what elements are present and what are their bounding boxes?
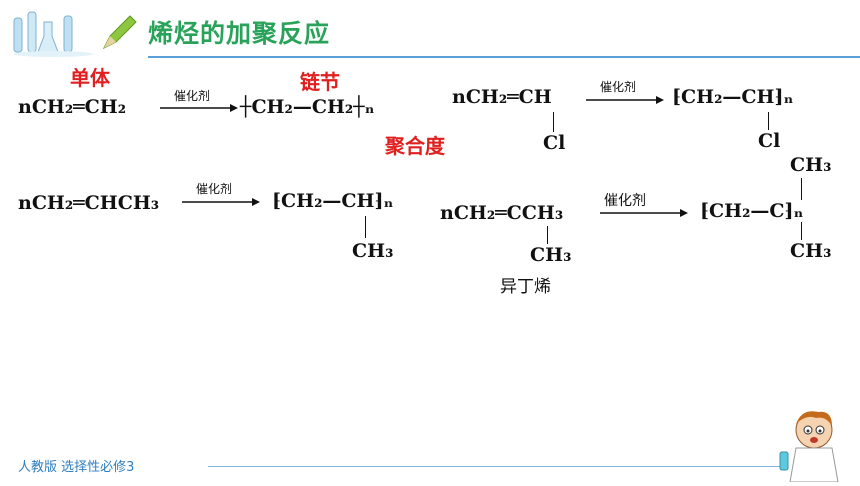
- pencil-icon: [98, 10, 142, 58]
- reaction1-reactant: nCH₂═CH₂: [18, 96, 127, 118]
- reaction1-arrow: [160, 104, 238, 112]
- reaction4-catalyst: 催化剂: [604, 193, 646, 209]
- header-illustration: [8, 8, 98, 58]
- reaction1-catalyst: 催化剂: [174, 89, 211, 103]
- reaction4-branch: CH₃: [530, 244, 572, 266]
- label-isobutylene: 异丁烯: [500, 277, 551, 297]
- reaction2-bond: [553, 112, 554, 132]
- reaction2-product: ⁅CH₂—CH⁆ₙ: [672, 86, 794, 108]
- reaction4-product-top: CH₃: [790, 154, 832, 176]
- reaction3-product-branch: CH₃: [352, 240, 394, 262]
- reaction2-arrow: [586, 96, 664, 104]
- reaction2-catalyst: 催化剂: [600, 80, 637, 94]
- page-title: 烯烃的加聚反应: [148, 19, 331, 48]
- reaction4-arrow: [600, 209, 688, 217]
- reaction2-product-branch: Cl: [758, 130, 781, 152]
- reaction3-catalyst: 催化剂: [196, 182, 233, 196]
- reaction3-reactant: nCH₂═CHCH₃: [18, 192, 160, 214]
- reaction1-product: ┼CH₂—CH₂┼ₙ: [240, 96, 375, 118]
- label-degree: 聚合度: [385, 134, 445, 158]
- footer-line: [208, 466, 788, 467]
- label-chain-unit: 链节: [300, 70, 340, 94]
- reaction4-reactant: nCH₂═CCH₃: [440, 202, 564, 224]
- reaction4-product-bottom-bond: [801, 222, 802, 240]
- reaction4-bond: [547, 226, 548, 244]
- scientist-illustration: [772, 404, 852, 486]
- reaction3-arrow: [182, 198, 260, 206]
- footer-text: 人教版 选择性必修3: [18, 460, 135, 475]
- reaction4-product-bottom: CH₃: [790, 240, 832, 262]
- scientist-icon: [779, 411, 839, 483]
- lab-glassware-icon: [13, 11, 93, 57]
- label-monomer: 单体: [70, 66, 110, 90]
- reaction3-product-bond: [365, 216, 366, 238]
- reaction4-product-top-bond: [801, 178, 802, 200]
- reaction2-product-bond: [768, 112, 769, 130]
- reaction2-reactant: nCH₂═CH: [452, 86, 552, 108]
- reaction2-branch: Cl: [543, 132, 566, 154]
- reaction3-product: ⁅CH₂—CH⁆ₙ: [272, 190, 394, 212]
- title-underline: [148, 56, 860, 58]
- reaction4-product: ⁅CH₂—C⁆ₙ: [700, 200, 804, 222]
